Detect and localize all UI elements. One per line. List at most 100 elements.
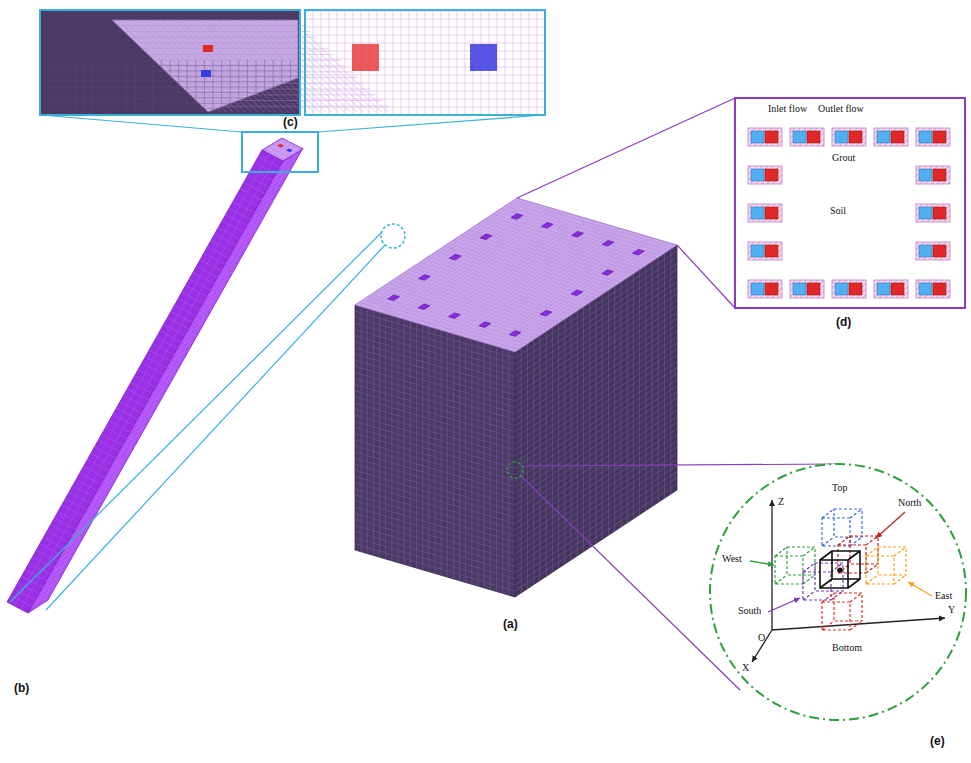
- borehole-mark: [571, 290, 583, 296]
- zoom-frame: [40, 10, 300, 115]
- mesh-lines: [41, 60, 299, 114]
- panel-label: (c): [283, 116, 298, 130]
- outlet-square: [286, 148, 293, 152]
- inlet-pipe: [919, 169, 932, 181]
- direction-label: North: [898, 497, 921, 509]
- inlet-pipe: [793, 283, 806, 295]
- borehole-mark: [509, 331, 521, 337]
- grout-zone: [748, 242, 782, 260]
- prism-face: [7, 150, 283, 613]
- inlet-pipe: [751, 131, 764, 143]
- grout-zone: [748, 204, 782, 222]
- grout-zone: [748, 166, 782, 184]
- mesh-lines: [359, 199, 673, 351]
- grout-zone: [916, 204, 950, 222]
- leader-line: [521, 476, 740, 690]
- outlet-pipe: [807, 283, 820, 295]
- outlet-pipe: [765, 131, 778, 143]
- grout-zone: [916, 128, 950, 146]
- neighbour-cells: [775, 509, 906, 630]
- inlet-pipe: [919, 207, 932, 219]
- direction-label: West: [722, 553, 742, 565]
- borehole-mark: [480, 234, 492, 240]
- borehole-mark: [388, 295, 400, 301]
- direction-label: Top: [832, 482, 847, 494]
- leader-line: [46, 245, 385, 610]
- axis-label: Z: [778, 496, 784, 508]
- direction-arrow: [768, 598, 800, 612]
- borehole-mark: [602, 241, 614, 247]
- mesh-lines: [11, 154, 280, 610]
- inlet-pipe: [751, 169, 764, 181]
- outlet-pipe: [891, 131, 904, 143]
- detail-circle: [710, 464, 966, 720]
- axis-label: O: [758, 632, 765, 644]
- inlet-pipe: [793, 131, 806, 143]
- leader-line: [318, 115, 544, 132]
- borehole-mark: [602, 270, 614, 276]
- outlet-pipe: [807, 131, 820, 143]
- grout-zone: [832, 128, 866, 146]
- leader-line: [517, 98, 735, 198]
- centre-point: [837, 567, 842, 572]
- panel-label: (e): [930, 735, 945, 749]
- grout-zone: [790, 280, 824, 298]
- direction-label: South: [738, 605, 761, 617]
- outlet-pipe: [765, 245, 778, 257]
- borehole-mark: [418, 304, 430, 310]
- cell-cube: [866, 547, 906, 584]
- outlet-pipe: [933, 283, 946, 295]
- mesh-lines: [118, 20, 388, 112]
- borehole-mark: [449, 313, 461, 319]
- plan-frame: [735, 98, 965, 308]
- inlet-pipe: [835, 131, 848, 143]
- outlet-pipe: [933, 207, 946, 219]
- direction-label: Bottom: [832, 642, 862, 654]
- direction-arrow: [908, 582, 932, 596]
- outlet-pipe: [849, 283, 862, 295]
- borehole-mark: [511, 214, 523, 220]
- borehole-mark: [633, 249, 645, 255]
- panel-label: (d): [836, 316, 851, 330]
- inlet-square: [277, 144, 284, 148]
- cell-cube: [803, 563, 843, 600]
- inlet-square: [203, 45, 213, 52]
- mesh-lines: [355, 307, 515, 595]
- outlet-square: [470, 44, 497, 71]
- borehole-mark: [572, 232, 584, 238]
- leader-line: [523, 464, 838, 466]
- axis-label: Y: [948, 604, 955, 616]
- outlet-pipe: [933, 169, 946, 181]
- grout-zone: [832, 280, 866, 298]
- cube-face: [355, 305, 515, 597]
- cell-cube: [838, 536, 878, 573]
- leader-line: [10, 232, 382, 602]
- callout-frame: [242, 132, 318, 172]
- zoom-frame: [305, 10, 545, 115]
- cube-top: [355, 198, 677, 352]
- flow-label: Outlet flow: [818, 103, 864, 115]
- inlet-pipe: [751, 207, 764, 219]
- inlet-pipe: [751, 245, 764, 257]
- zoom-ground: [41, 11, 299, 114]
- cell-cube: [822, 593, 862, 630]
- material-label: Grout: [832, 152, 855, 164]
- outlet-pipe: [765, 283, 778, 295]
- inlet-pipe: [919, 131, 932, 143]
- outlet-pipe: [765, 207, 778, 219]
- leader-line: [677, 245, 735, 308]
- inlet-square: [352, 44, 379, 71]
- inlet-pipe: [919, 283, 932, 295]
- zoom-circle: [381, 224, 405, 248]
- flow-label: Inlet flow: [768, 103, 807, 115]
- grout-zone: [916, 166, 950, 184]
- direction-label: East: [935, 590, 952, 602]
- leader-line: [41, 115, 242, 132]
- inlet-pipe: [751, 283, 764, 295]
- axis-label: X: [742, 662, 749, 674]
- outlet-pipe: [849, 131, 862, 143]
- borehole-mark: [419, 275, 431, 281]
- mesh-lines: [305, 11, 545, 115]
